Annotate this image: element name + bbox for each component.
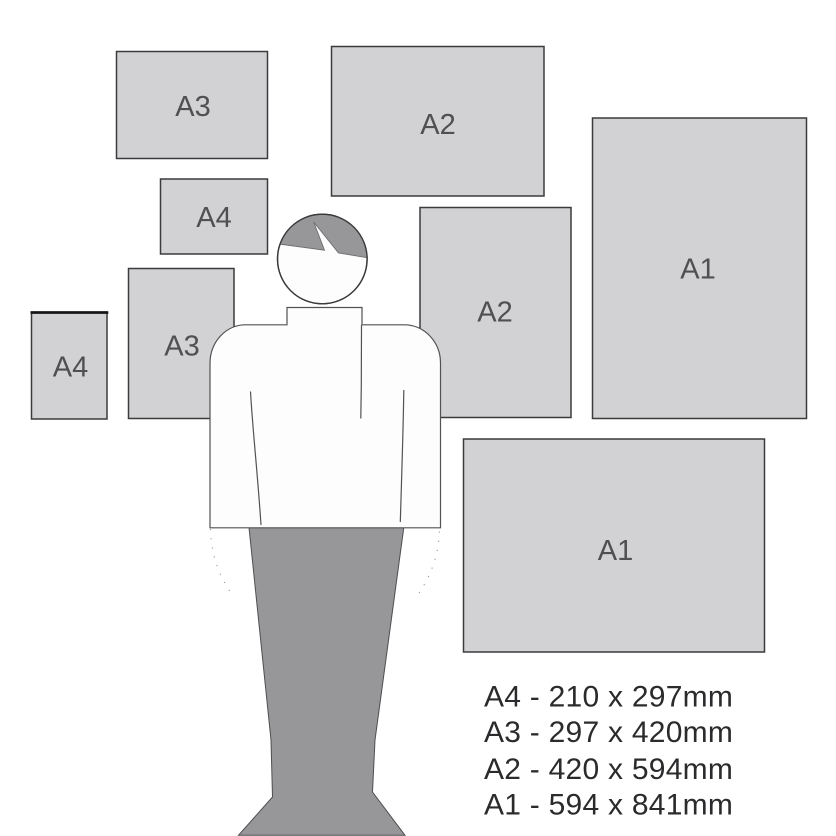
svg-text:A2 - 420 x 594mm: A2 - 420 x 594mm [484, 753, 733, 786]
svg-text:A3: A3 [175, 91, 210, 123]
svg-text:A1: A1 [598, 535, 633, 567]
svg-text:A2: A2 [477, 297, 512, 329]
svg-text:A1 - 594 x 841mm: A1 - 594 x 841mm [484, 789, 733, 822]
svg-text:A3 - 297 x 420mm: A3 - 297 x 420mm [484, 716, 733, 749]
svg-text:A3: A3 [164, 331, 199, 363]
svg-text:A2: A2 [420, 109, 455, 141]
svg-text:A1: A1 [680, 254, 715, 286]
svg-text:A4: A4 [196, 202, 231, 234]
svg-text:A4 - 210 x 297mm: A4 - 210 x 297mm [484, 681, 733, 714]
svg-text:A4: A4 [53, 352, 88, 384]
